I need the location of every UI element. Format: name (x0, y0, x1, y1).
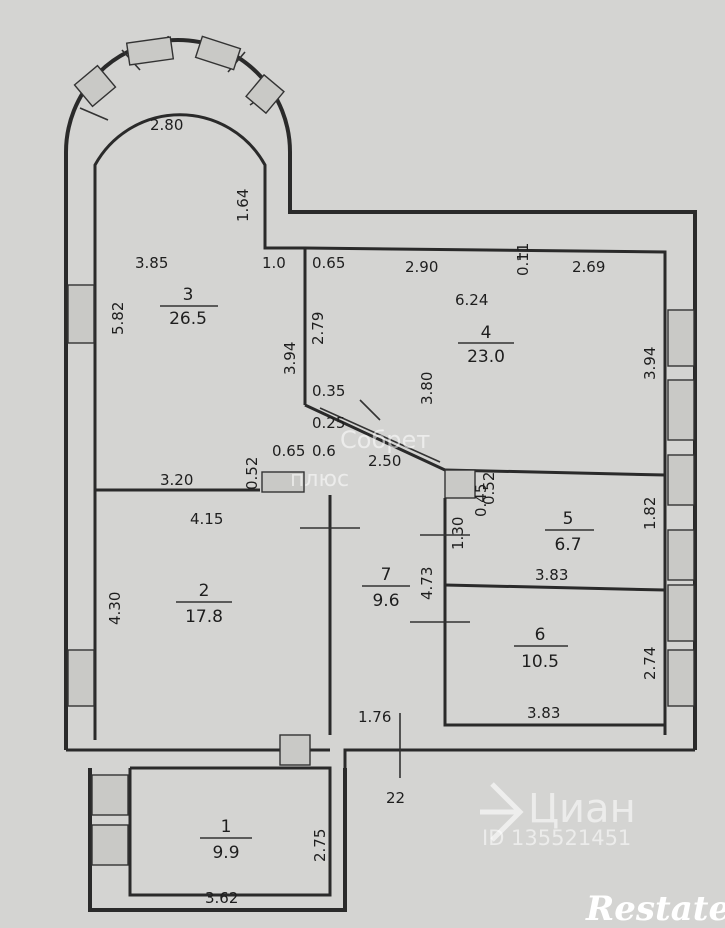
center-watermark: Собрет плюс (290, 426, 430, 492)
cian-listing-id: ID 135521451 (482, 826, 631, 850)
dim-2-69: 2.69 (572, 258, 605, 276)
room-3: 3 26.5 (160, 285, 218, 329)
dim-3-20: 3.20 (160, 471, 193, 489)
cian-logo-icon (480, 782, 524, 842)
interior-walls (95, 248, 666, 778)
dim-3-62: 3.62 (205, 889, 238, 907)
dim-2-74: 2.74 (641, 647, 659, 680)
watermark-sub: плюс (290, 467, 349, 492)
room-5-area: 6.7 (554, 535, 581, 555)
room-5-number: 5 (563, 509, 574, 529)
room-7-area: 9.6 (372, 591, 399, 611)
dim-4-30: 4.30 (106, 592, 124, 625)
dim-0-65-top: 0.65 (312, 254, 345, 272)
room-4: 4 23.0 (458, 323, 514, 367)
room-2-number: 2 (199, 581, 210, 601)
dim-3-80: 3.80 (418, 372, 436, 405)
restate-logo-text: Restate (585, 889, 725, 928)
dim-6-24: 6.24 (455, 291, 488, 309)
dim-1-0: 1.0 (262, 254, 286, 272)
dim-1-64: 1.64 (234, 189, 252, 222)
dim-3-94-right: 3.94 (641, 347, 659, 380)
restate-logo: Restate (585, 889, 725, 928)
room-3-number: 3 (183, 285, 194, 305)
room-1-area: 9.9 (212, 843, 239, 863)
dim-0-45: 0.45 (472, 484, 490, 517)
dim-0-65-mid: 0.65 (272, 442, 305, 460)
dim-0-11: 0.11 (514, 243, 532, 276)
dim-0-52-right: 0.52 (480, 472, 498, 505)
dim-2-50: 2.50 (368, 452, 401, 470)
room-3-area: 26.5 (169, 309, 207, 329)
room-7: 7 9.6 (362, 565, 410, 611)
dim-4-15: 4.15 (190, 510, 223, 528)
room-7-number: 7 (381, 565, 392, 585)
room-4-area: 23.0 (467, 347, 505, 367)
dim-1-30: 1.30 (449, 517, 467, 550)
outer-walls (64, 35, 697, 912)
cian-logo-text: Циан (528, 786, 636, 832)
dim-3-83-bottom: 3.83 (527, 704, 560, 722)
dim-3-94-left: 3.94 (281, 342, 299, 375)
watermark-top: Собрет (340, 426, 430, 454)
room-1: 1 9.9 (200, 817, 252, 863)
room-1-number: 1 (221, 817, 232, 837)
room-2: 2 17.8 (176, 581, 232, 627)
room-6: 6 10.5 (514, 625, 568, 672)
dim-3-83-mid: 3.83 (535, 566, 568, 584)
dim-2-80: 2.80 (150, 116, 183, 134)
dim-1-82: 1.82 (641, 497, 659, 530)
room-5: 5 6.7 (545, 509, 594, 555)
dim-0-6: 0.6 (312, 442, 336, 460)
room-labels: 3 26.5 4 23.0 5 6.7 7 9.6 2 17.8 6 10.5 (160, 285, 594, 863)
dim-22: 22 (386, 789, 405, 807)
room-6-number: 6 (535, 625, 546, 645)
dim-0-25: 0.25 (312, 414, 345, 432)
dim-1-76: 1.76 (358, 708, 391, 726)
room-6-area: 10.5 (521, 652, 559, 672)
dimension-labels: 2.80 1.64 3.85 1.0 0.65 2.90 0.11 2.69 5… (106, 116, 659, 907)
dim-4-73: 4.73 (418, 567, 436, 600)
cian-watermark: Циан ID 135521451 (480, 782, 636, 850)
dim-0-35: 0.35 (312, 382, 345, 400)
dim-2-90: 2.90 (405, 258, 438, 276)
dim-2-79: 2.79 (309, 312, 327, 345)
dim-2-75: 2.75 (311, 829, 329, 862)
dim-3-85: 3.85 (135, 254, 168, 272)
room-2-area: 17.8 (185, 607, 223, 627)
dim-5-82: 5.82 (109, 302, 127, 335)
dim-0-52-left: 0.52 (243, 457, 261, 490)
room-4-number: 4 (481, 323, 492, 343)
